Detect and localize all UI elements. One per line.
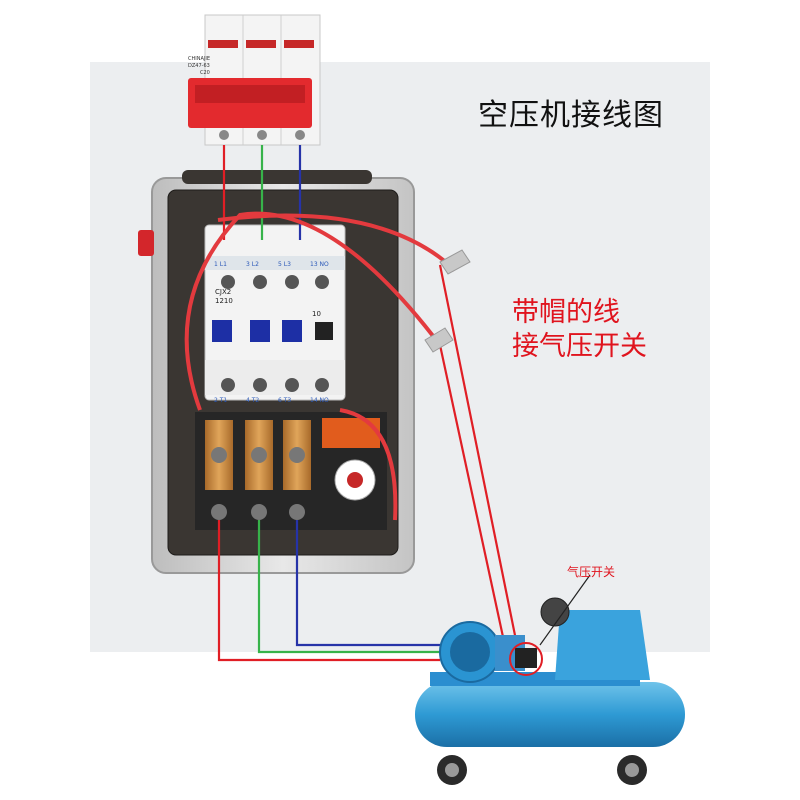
note-line-1: 带帽的线 [512, 297, 620, 328]
air-compressor [415, 574, 685, 785]
bottom-terminal-3: 6 T3 [278, 397, 291, 404]
contactor-aux-label: 10 [312, 310, 321, 318]
wire-cap-1 [439, 249, 471, 275]
breaker-model: DZ47-63 [188, 63, 210, 69]
diagram-title: 空压机接线图 [478, 98, 664, 133]
contactor-model: CJX2 [215, 288, 231, 296]
bottom-terminal-2: 4 T2 [246, 397, 259, 404]
contactor: CJX2 1210 10 1 L1 3 L2 5 L3 13 NO 2 T1 4… [204, 224, 346, 404]
breaker-rating: C20 [200, 70, 210, 76]
contactor-code: 1210 [215, 297, 233, 305]
top-terminal-2: 3 L2 [246, 261, 259, 268]
bottom-terminal-1: 2 T1 [214, 397, 227, 404]
note-line-2: 接气压开关 [512, 331, 647, 362]
circuit-breaker: CHINAJIE DZ47-63 C20 [188, 14, 321, 146]
top-terminal-1: 1 L1 [214, 261, 227, 268]
wire-cap-2 [424, 327, 454, 353]
wires [184, 145, 522, 662]
thermal-overload-relay [195, 412, 387, 530]
top-terminal-4: 13 NO [310, 261, 329, 268]
top-terminal-3: 5 L3 [278, 261, 291, 268]
breaker-brand: CHINAJIE [188, 56, 210, 62]
bottom-terminal-4: 14 NO [310, 397, 329, 404]
pressure-switch-label: 气压开关 [567, 565, 616, 579]
pressure-switch-marker [509, 642, 543, 676]
